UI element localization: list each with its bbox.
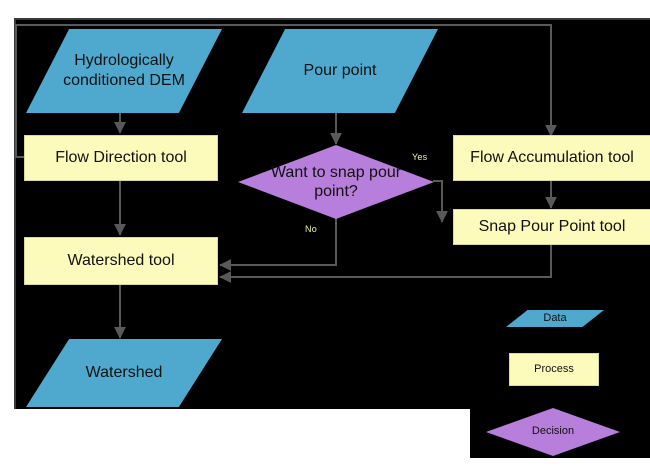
legend-label-data: Data bbox=[543, 311, 567, 324]
node-snap-pour-point-tool[interactable]: Snap Pour Point tool bbox=[453, 209, 650, 245]
edge-decision-no-to-watershedtool bbox=[219, 218, 337, 271]
node-label: Snap Pour Point tool bbox=[478, 218, 626, 236]
node-label: Flow Direction tool bbox=[55, 149, 187, 167]
node-label: Watershed bbox=[85, 364, 163, 382]
node-watershed[interactable]: Watershed bbox=[26, 339, 222, 407]
node-want-to-snap-pour-point-decision[interactable]: Want to snap pour point? bbox=[238, 145, 434, 219]
legend-label-process: Process bbox=[534, 362, 574, 375]
node-watershed-tool[interactable]: Watershed tool bbox=[24, 237, 218, 285]
legend-label-decision: Decision bbox=[531, 425, 575, 438]
node-flow-accumulation-tool[interactable]: Flow Accumulation tool bbox=[453, 135, 650, 181]
edge-flowdirection-to-flowaccumulation bbox=[15, 24, 557, 158]
node-flow-direction-tool[interactable]: Flow Direction tool bbox=[24, 135, 218, 181]
data-shape-fill bbox=[506, 310, 604, 327]
node-hydrologically-conditioned-dem[interactable]: Hydrologically conditioned DEM bbox=[26, 29, 222, 113]
node-label: Want to snap pour point? bbox=[270, 163, 402, 200]
edge-label-no: No bbox=[305, 224, 317, 234]
legend-item-process: Process bbox=[509, 353, 599, 386]
edge-snap-to-watershedtool bbox=[219, 243, 552, 283]
node-label: Hydrologically conditioned DEM bbox=[63, 52, 185, 89]
edge-label-yes: Yes bbox=[412, 152, 428, 162]
node-label: Watershed tool bbox=[67, 252, 175, 270]
legend-item-decision: Decision bbox=[486, 408, 620, 456]
node-pour-point[interactable]: Pour point bbox=[242, 29, 438, 113]
legend-item-data: Data bbox=[506, 310, 604, 327]
node-label: Pour point bbox=[303, 62, 377, 80]
node-label: Flow Accumulation tool bbox=[470, 149, 634, 167]
edge-decision-yes-to-snap bbox=[433, 180, 448, 223]
